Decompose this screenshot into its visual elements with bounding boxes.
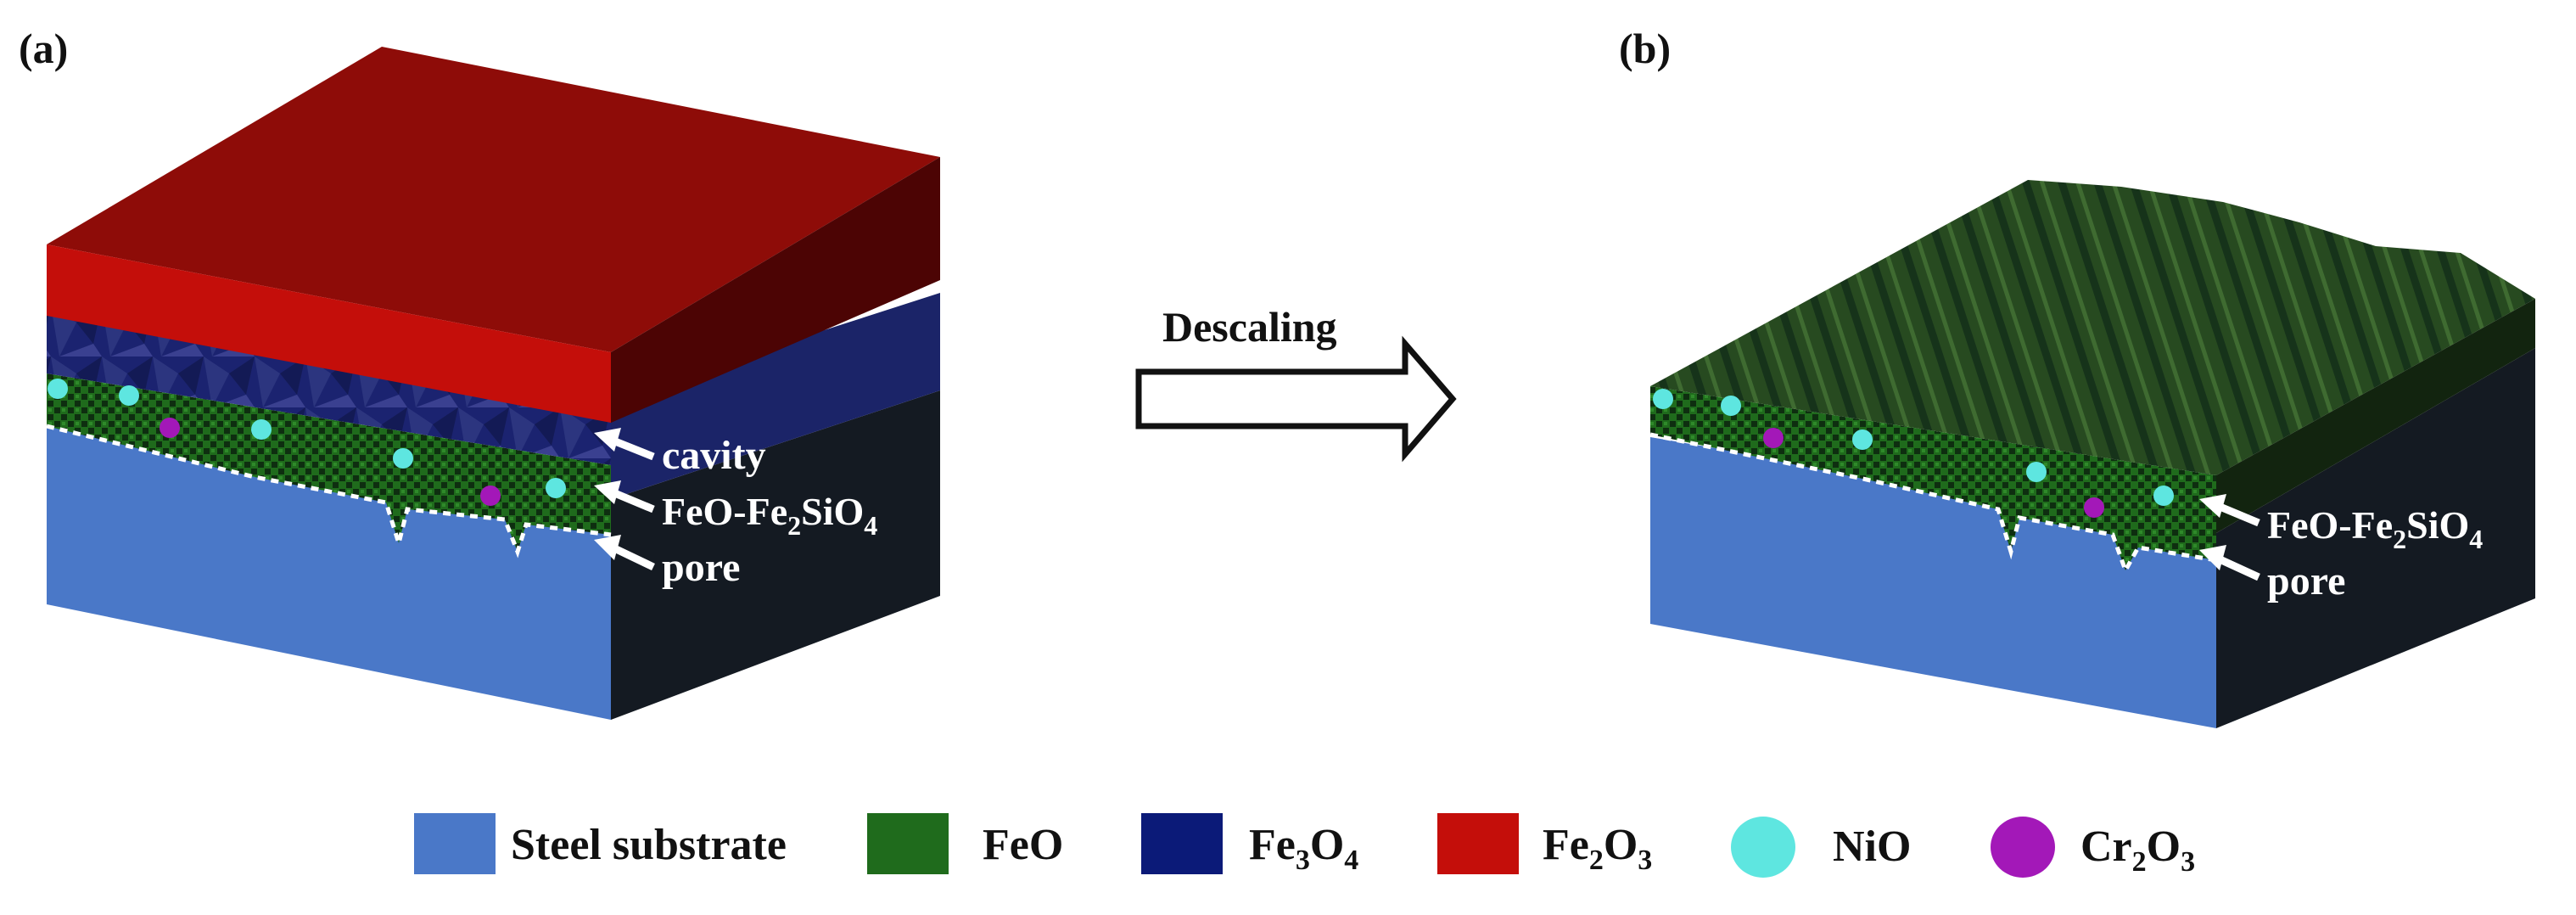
legend-swatch-cr2o3 — [1991, 817, 2055, 878]
legend-swatch-steel — [414, 813, 496, 874]
feo-layer-top-b — [1650, 180, 2535, 475]
nio-particle — [251, 419, 272, 440]
feo-layer-front-b — [1650, 386, 2216, 570]
legend-label-feo: FeO — [983, 821, 1063, 869]
nio-particle — [1721, 396, 1741, 416]
panel-b-block — [1649, 180, 2535, 728]
fe2o3-layer-top — [47, 47, 940, 352]
nio-particle — [2026, 462, 2047, 482]
legend-swatch-feo — [867, 813, 949, 874]
legend-label-fe2o3: Fe2O3 — [1543, 821, 1652, 876]
pore-line-b — [1649, 432, 2217, 576]
nio-particle — [1653, 389, 1673, 409]
fe3o4-layer-front — [47, 314, 611, 465]
descaling-label: Descaling — [1162, 303, 1337, 351]
nio-particle — [1852, 429, 1873, 450]
cr2o3-particle — [480, 486, 501, 506]
fe2o3-layer-front — [47, 244, 611, 423]
fe3o4-layer-side — [611, 293, 940, 499]
legend: Steel substrate FeO Fe3O4 Fe2O3 NiO Cr2O… — [414, 813, 2195, 878]
nio-particle — [48, 379, 68, 399]
pore-callout-a: pore — [662, 545, 740, 590]
descaling-arrow — [1135, 335, 1457, 463]
steel-substrate-side — [611, 390, 940, 720]
feo-fe2sio4-callout-a: FeO-Fe2SiO4 — [662, 490, 877, 541]
legend-label-nio: NiO — [1833, 822, 1911, 871]
pore-callout-b: pore — [2267, 559, 2345, 603]
panel-b-callouts — [2199, 494, 2260, 581]
feo-fe2sio4-callout-b: FeO-Fe2SiO4 — [2267, 503, 2483, 554]
legend-swatch-nio — [1731, 817, 1795, 878]
nio-particle — [119, 385, 139, 406]
nio-particle — [2153, 486, 2174, 506]
cavity-callout: cavity — [662, 433, 766, 478]
panel-b-label: (b) — [1619, 25, 1671, 72]
cr2o3-particle — [1763, 428, 1784, 448]
pore-line — [46, 424, 612, 559]
legend-label-steel: Steel substrate — [511, 821, 787, 869]
panel-a-label: (a) — [19, 25, 68, 72]
nio-particle — [393, 448, 413, 469]
legend-label-cr2o3: Cr2O3 — [2080, 822, 2195, 878]
feo-layer-front — [47, 373, 611, 552]
legend-label-fe3o4: Fe3O4 — [1249, 821, 1358, 876]
legend-swatch-fe2o3 — [1437, 813, 1519, 874]
fe2o3-layer-side — [611, 157, 940, 423]
legend-swatch-fe3o4 — [1141, 813, 1223, 874]
panel-a-block — [46, 47, 940, 720]
cr2o3-particle — [2084, 497, 2104, 518]
feo-layer-side-b — [2216, 299, 2535, 533]
panel-a-callouts — [594, 428, 655, 571]
steel-substrate-side-b — [2216, 348, 2535, 728]
nio-particle — [546, 478, 566, 498]
cr2o3-particle — [160, 418, 180, 438]
